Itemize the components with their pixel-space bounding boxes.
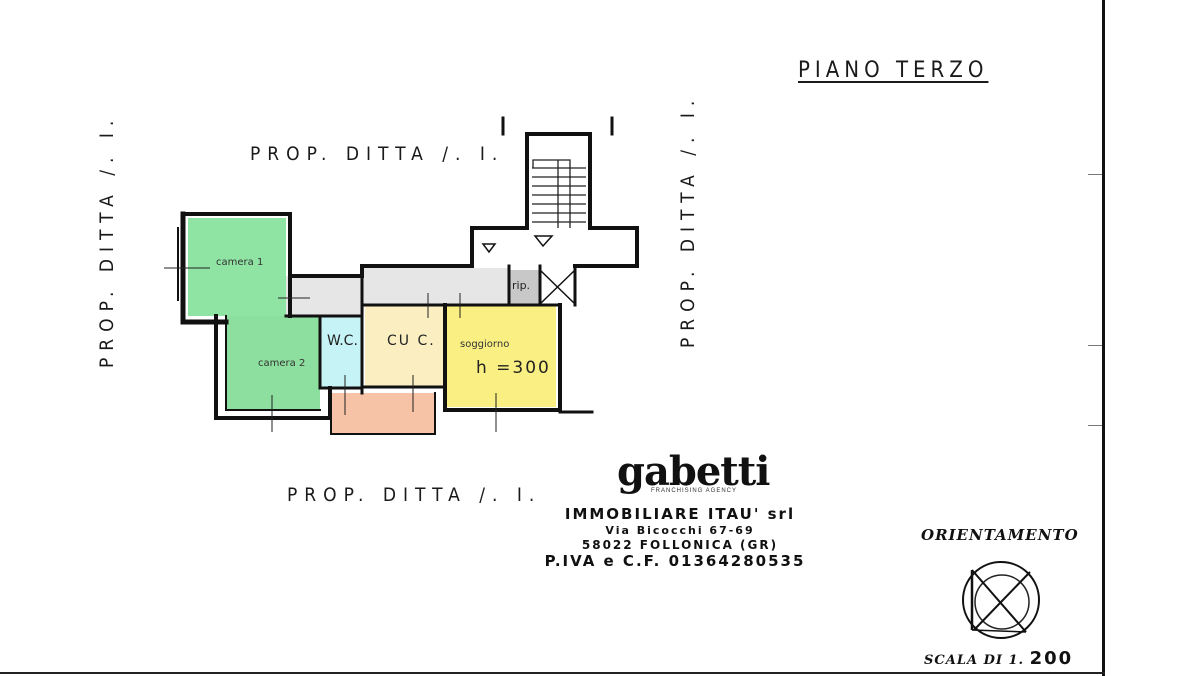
agency-name: IMMOBILIARE ITAU' srl [564,505,796,523]
room-label-wc: W.C. [327,333,358,349]
agency-vat: P.IVA e C.F. 01364280535 [544,552,806,570]
frame-tick [1088,345,1102,346]
room-soggiorno-fill [446,305,556,407]
agency-logo-tagline: FRANCHISING AGENCY [651,488,738,494]
room-camera1-fill [188,218,286,316]
room-ripostiglio-fill [509,270,540,304]
room-label-ripostiglio: rip. [512,279,531,292]
ceiling-height-note: h =300 [476,358,551,378]
compass-icon [962,561,1040,639]
neighbor-label-top: PROP. DITTA /. I. [250,143,505,165]
room-label-cucina: CU C. [387,333,436,349]
scale-label-text: SCALA DI 1. [924,653,1025,668]
frame-tick [1088,425,1102,426]
room-wc-fill [320,316,362,388]
agency-city: 58022 FOLLONICA (GR) [581,538,779,552]
neighbor-label-bottom: PROP. DITTA /. I. [287,484,542,506]
room-corridor-fill [364,268,509,305]
room-cucina-fill [365,305,445,387]
frame-right-border [1102,0,1105,676]
agency-address: Via Bicocchi 67-69 [605,524,755,537]
scale-value: 200 [1029,648,1074,669]
room-label-camera1: camera 1 [216,257,264,268]
room-label-camera2: camera 2 [258,358,306,369]
frame-tick [1088,174,1102,175]
frame-bottom-border [0,672,1105,674]
agency-logo: gabetti [617,448,770,495]
plan-title: PIANO TERZO [798,58,989,83]
room-disimpegno-fill [286,276,364,316]
scale-label: SCALA DI 1. 200 [924,648,1073,669]
orientation-label: ORIENTAMENTO [921,526,1079,544]
room-balcone-fill [331,393,435,433]
room-label-soggiorno: soggiorno [460,339,510,350]
room-camera2-fill [226,316,320,410]
